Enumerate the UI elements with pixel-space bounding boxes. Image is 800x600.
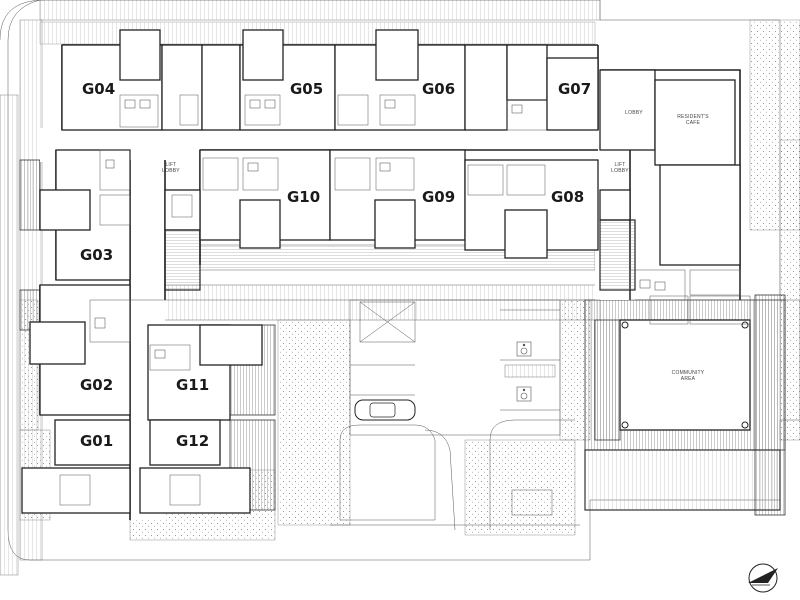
stair-core-west <box>164 189 201 291</box>
unit-g03[interactable] <box>39 149 131 281</box>
accessible-parking-icon <box>516 341 532 357</box>
unit-g04[interactable] <box>61 29 163 131</box>
unit-g05[interactable] <box>239 29 336 131</box>
room-label-lobby: LOBBY <box>625 110 643 116</box>
unit-g06[interactable] <box>334 29 466 131</box>
unit-label-g01: G01 <box>80 432 113 450</box>
unit-label-g04: G04 <box>82 80 115 98</box>
unit-label-g02: G02 <box>80 376 113 394</box>
unit-g04b[interactable] <box>161 44 241 131</box>
unit-label-g06: G06 <box>422 80 455 98</box>
unit-g08[interactable] <box>464 159 599 259</box>
unit-g09[interactable] <box>329 149 466 249</box>
stair-core-east <box>599 189 636 291</box>
unit-label-g07: G07 <box>558 80 591 98</box>
unit-g07a[interactable] <box>464 44 599 131</box>
unit-label-g08: G08 <box>551 188 584 206</box>
unit-label-g12: G12 <box>176 432 209 450</box>
unit-label-g05: G05 <box>290 80 323 98</box>
unit-label-g10: G10 <box>287 188 320 206</box>
unit-label-g09: G09 <box>422 188 455 206</box>
car-icon <box>354 399 416 421</box>
unit-g01[interactable] <box>21 419 131 514</box>
north-arrow-icon <box>748 563 778 593</box>
unit-g10[interactable] <box>199 149 331 249</box>
unit-g12[interactable] <box>139 419 251 514</box>
unit-label-g03: G03 <box>80 246 113 264</box>
community-area[interactable] <box>619 295 751 431</box>
lobby-block <box>599 69 741 301</box>
unit-g02[interactable] <box>29 284 131 416</box>
carpark-area <box>330 299 580 531</box>
accessible-parking-icon <box>516 386 532 402</box>
unit-label-g11: G11 <box>176 376 209 394</box>
unit-g11[interactable] <box>147 324 263 421</box>
